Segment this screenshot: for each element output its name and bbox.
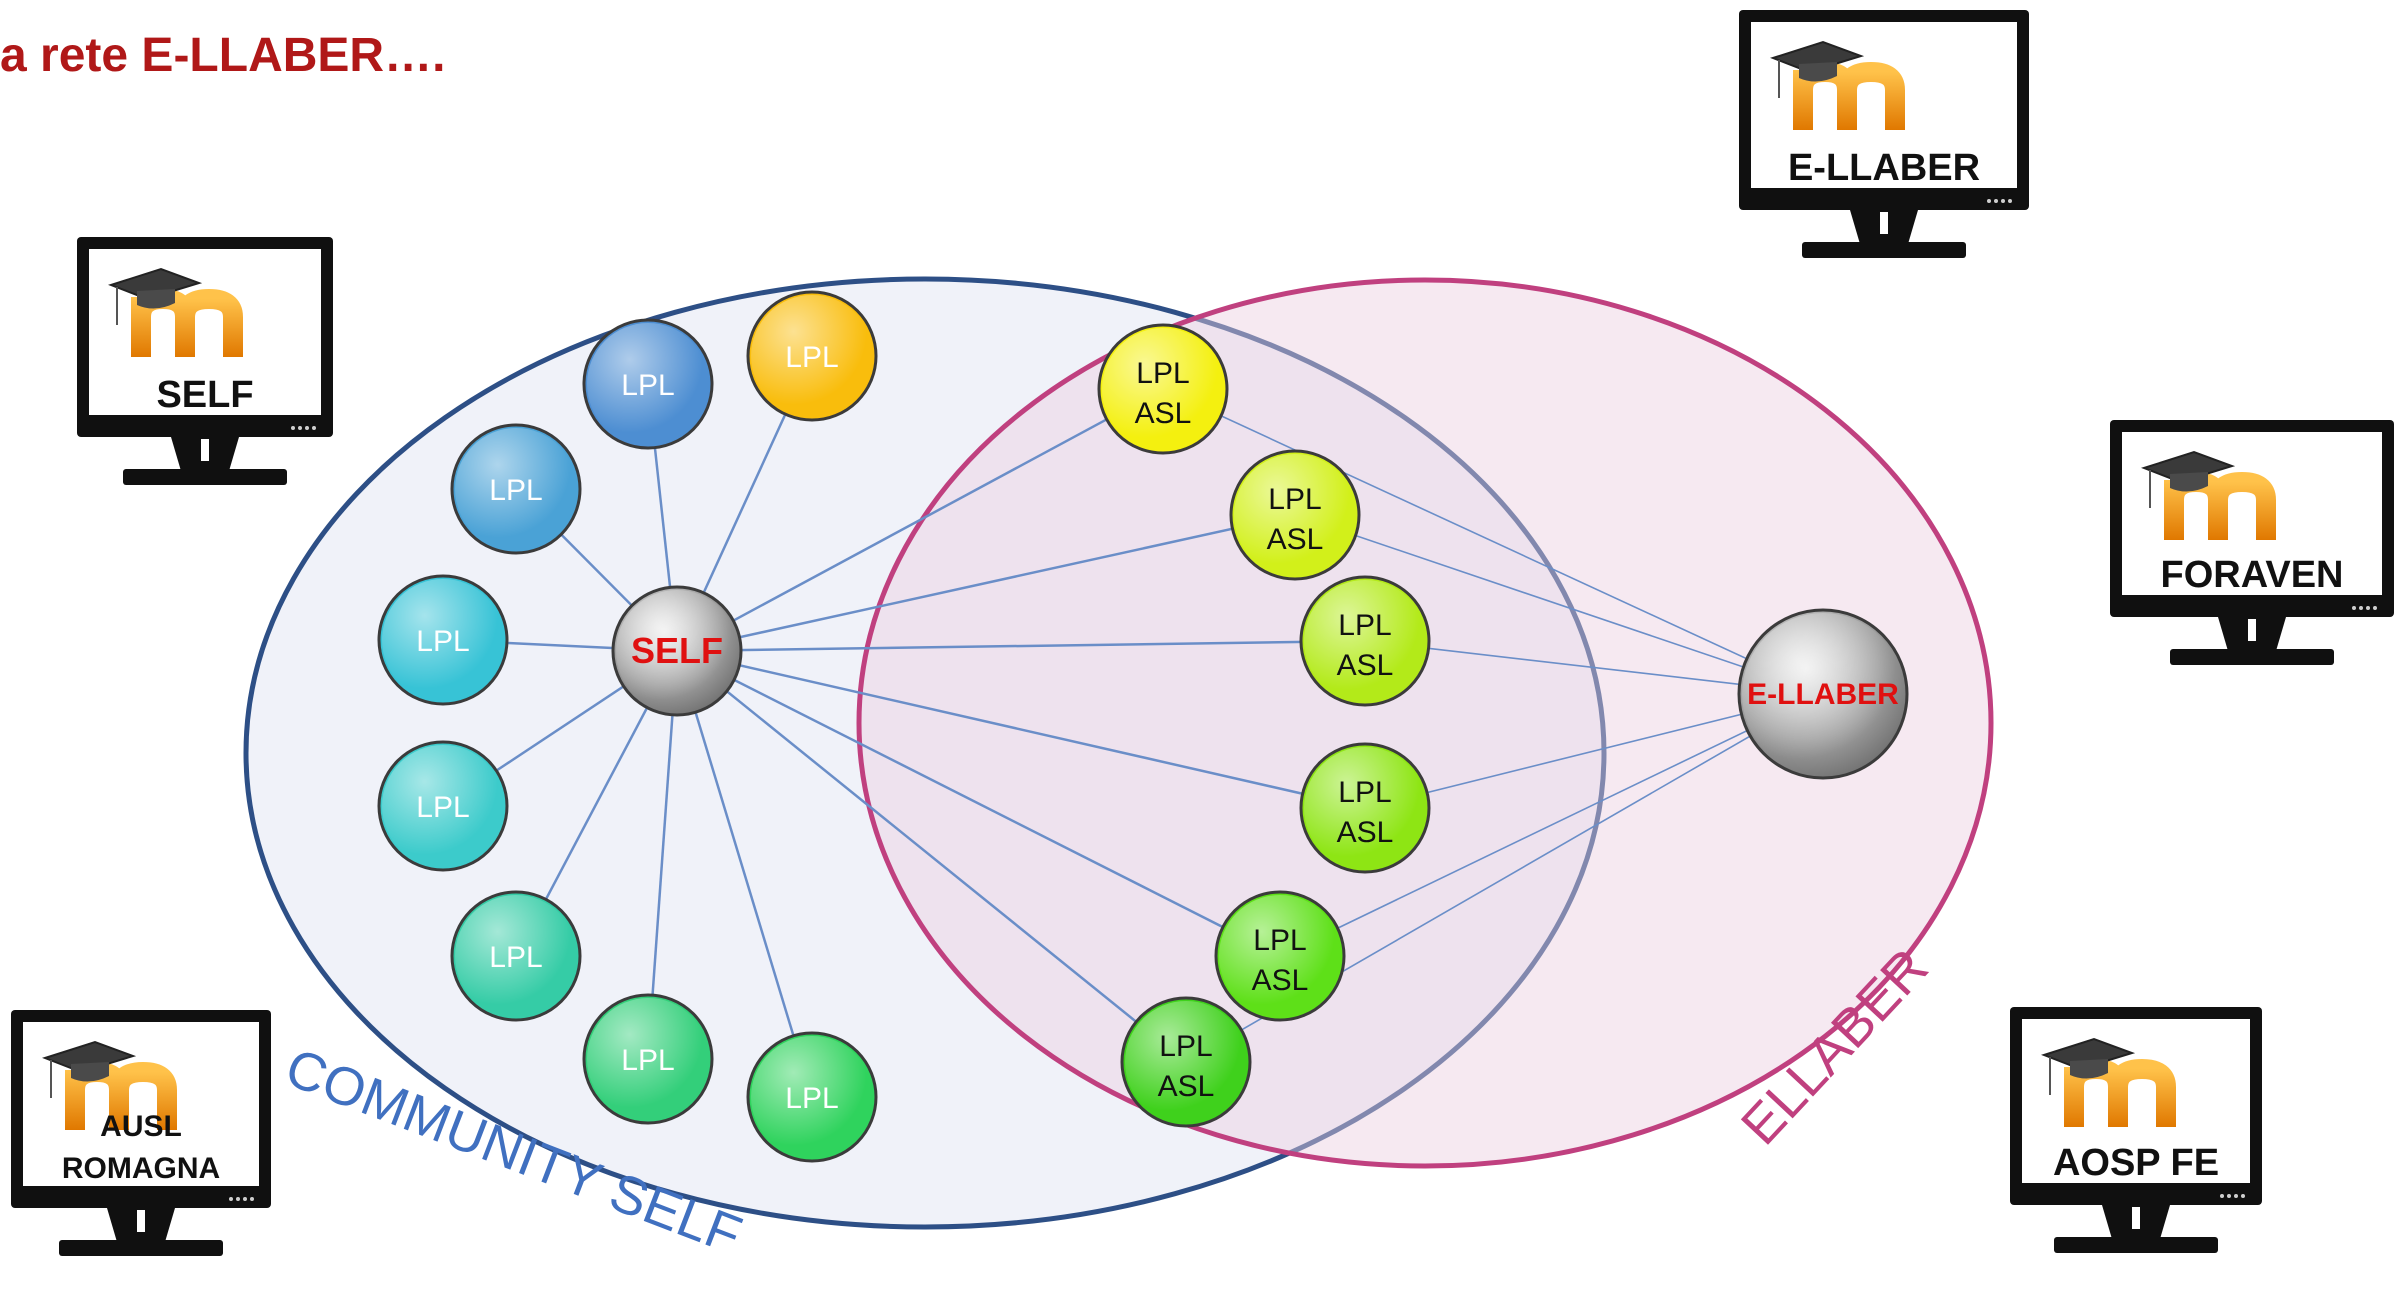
monitor-ausl-romagna[interactable]: AUSL ROMAGNA	[11, 1010, 271, 1256]
monitor-e-llaber[interactable]: E-LLABER	[1739, 10, 2029, 258]
lpl-node[interactable]: LPL	[377, 740, 509, 872]
lpl-asl-node-label: LPL	[1136, 357, 1189, 390]
monitor-label: AOSP FE	[2053, 1142, 2219, 1184]
lpl-asl-node[interactable]: LPL ASL	[1214, 890, 1346, 1022]
ellaber-hub-node[interactable]: E-LLABER	[1737, 608, 1909, 780]
lpl-asl-node-label: ASL	[1267, 523, 1324, 556]
lpl-node[interactable]: LPL	[450, 890, 582, 1022]
lpl-node-label: LPL	[785, 341, 838, 374]
moodle-logo-icon	[2141, 450, 2276, 540]
lpl-asl-node[interactable]: LPL ASL	[1120, 996, 1252, 1128]
lpl-node-label: LPL	[785, 1082, 838, 1115]
lpl-node[interactable]: LPL	[450, 423, 582, 555]
lpl-node[interactable]: LPL	[582, 993, 714, 1125]
ellaber-ellipse	[856, 277, 1994, 1169]
moodle-logo-icon	[42, 1040, 177, 1130]
moodle-logo-icon	[2041, 1037, 2176, 1127]
lpl-node[interactable]: LPL	[746, 290, 878, 422]
lpl-node-label: LPL	[416, 791, 469, 824]
lpl-asl-node-label: ASL	[1337, 649, 1394, 682]
ellaber-hub-label: E-LLABER	[1747, 678, 1899, 711]
page-title: a rete E-LLABER….	[0, 29, 446, 82]
monitor-aosp-fe[interactable]: AOSP FE	[2010, 1007, 2262, 1253]
lpl-asl-node[interactable]: LPL ASL	[1299, 742, 1431, 874]
edge-self-lpl-asl	[676, 649, 1281, 958]
lpl-asl-node-label: ASL	[1252, 964, 1309, 997]
nodes: LPL LPL LPL LPL LPL LPL LPL LPL LPL ASL LPL ASL LPL A…	[377, 290, 1909, 1163]
monitor-label: SELF	[156, 374, 253, 416]
lpl-asl-node-label: ASL	[1135, 397, 1192, 430]
lpl-node-label: LPL	[621, 1044, 674, 1077]
lpl-node[interactable]: LPL	[582, 318, 714, 450]
lpl-asl-node[interactable]: LPL ASL	[1229, 449, 1361, 581]
lpl-asl-node-label: LPL	[1268, 483, 1321, 516]
lpl-asl-node[interactable]: LPL ASL	[1299, 575, 1431, 707]
lpl-asl-node-label: LPL	[1338, 609, 1391, 642]
edge-self-lpl-asl	[676, 649, 1366, 810]
edge-self-lpl-asl	[676, 387, 1164, 653]
lpl-asl-node-label: LPL	[1253, 924, 1306, 957]
lpl-asl-node-label: ASL	[1158, 1070, 1215, 1103]
lpl-asl-node-label: LPL	[1338, 776, 1391, 809]
lpl-asl-node[interactable]: LPL ASL	[1097, 323, 1229, 455]
lpl-node-label: LPL	[489, 474, 542, 507]
edge-lpl-asl-ellaber	[1162, 388, 1824, 695]
edge-self-lpl-asl	[676, 513, 1296, 653]
monitors: SELF E-LLABER FORAVEN AUSL ROMAGNA AOSP FE	[11, 10, 2394, 1256]
edge-lpl-asl-ellaber	[1279, 693, 1824, 957]
edge-lpl-asl-ellaber	[1294, 514, 1824, 695]
edge-self-lpl-asl	[676, 650, 1187, 1063]
moodle-logo-icon	[108, 267, 243, 357]
monitor-foraven[interactable]: FORAVEN	[2110, 420, 2394, 665]
monitor-self[interactable]: SELF	[77, 237, 333, 485]
lpl-node-label: LPL	[416, 625, 469, 658]
self-hub-label: SELF	[631, 630, 723, 671]
monitor-label: AUSL	[100, 1110, 182, 1143]
edge-self-lpl-asl	[676, 639, 1366, 653]
moodle-logo-icon	[1770, 40, 1905, 130]
edge-self-lpl	[675, 650, 814, 1098]
lpl-asl-node-label: ASL	[1337, 816, 1394, 849]
monitor-label: FORAVEN	[2161, 554, 2344, 596]
monitor-label: ROMAGNA	[62, 1152, 220, 1185]
self-hub-node[interactable]: SELF	[611, 585, 743, 717]
edge-self-lpl	[646, 650, 679, 1060]
lpl-node-label: LPL	[621, 369, 674, 402]
monitor-label: E-LLABER	[1788, 147, 1980, 189]
lpl-node-label: LPL	[489, 941, 542, 974]
lpl-asl-node-label: LPL	[1159, 1030, 1212, 1063]
lpl-node[interactable]: LPL	[746, 1031, 878, 1163]
lpl-node[interactable]: LPL	[377, 574, 509, 706]
